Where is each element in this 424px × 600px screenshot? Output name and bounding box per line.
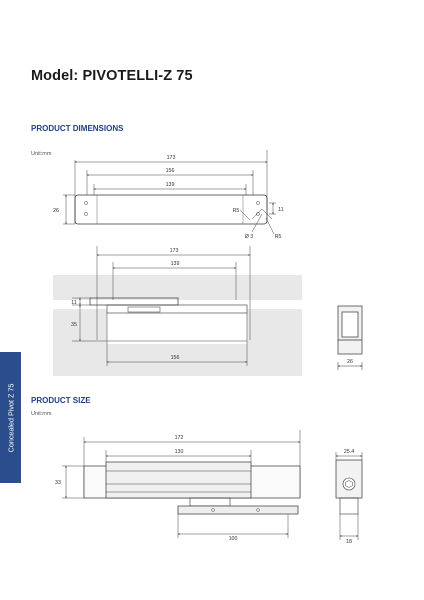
dim-install-end-width: 26 [347,359,353,365]
dim-size-end-width: 25.4 [344,449,354,455]
dim-top-height: 26 [53,208,59,214]
top-view-drawing [63,150,276,235]
size-unit-label: Unit:mm [31,411,52,417]
dim-size-overall: 172 [175,435,184,441]
dim-top-depth: 11 [278,207,284,213]
dim-install-11: 11 [71,300,77,306]
dim-install-156: 156 [171,355,180,361]
dim-top-156: 156 [166,168,175,174]
dim-size-height: 33 [55,480,61,486]
dim-size-end-base: 18 [346,539,352,545]
dim-top-r5-b: R5 [275,234,282,240]
product-size-heading: PRODUCT SIZE [31,396,91,405]
dimensions-unit-label: Unit:mm [31,151,52,157]
dim-install-35: 35 [71,322,77,328]
model-title: Model: PIVOTELLI-Z 75 [31,68,193,84]
dim-size-100: 100 [229,536,238,542]
side-tab: Concealed Pivot Z 75 [0,352,21,483]
product-dimensions-heading: PRODUCT DIMENSIONS [31,124,124,133]
dim-size-130: 130 [175,449,184,455]
dim-top-139: 139 [166,182,175,188]
install-view-drawing [53,246,363,376]
dim-top-hole: Ø 3 [245,234,254,240]
dim-top-r5-a: R5 [233,208,240,214]
dim-install-overall: 173 [170,248,179,254]
dim-top-overall: 173 [167,155,176,161]
product-size-drawing [62,430,363,540]
dim-install-139: 139 [171,261,180,267]
